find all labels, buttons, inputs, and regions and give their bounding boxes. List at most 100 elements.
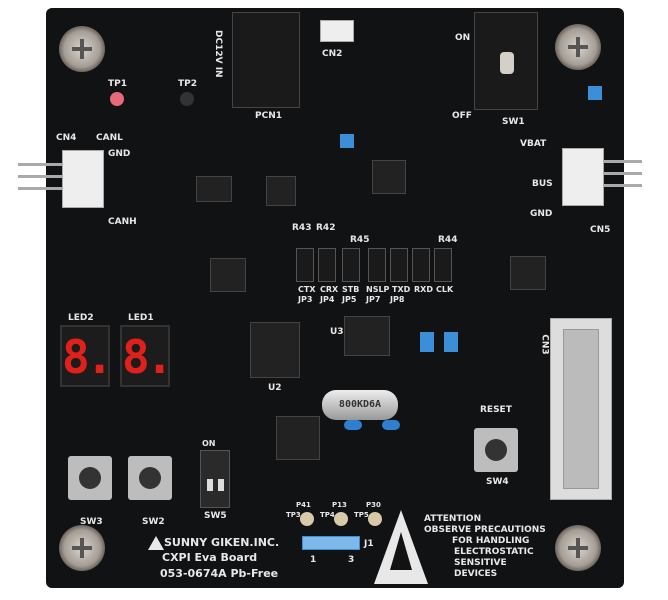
p41-label: P41: [296, 501, 311, 509]
jumper-cap[interactable]: [420, 332, 434, 352]
connector-pins: [18, 163, 64, 166]
led2-label: LED2: [68, 313, 94, 323]
jumper-crx[interactable]: [318, 248, 336, 282]
button-cap[interactable]: [79, 467, 101, 489]
jp5-label: JP5: [342, 295, 357, 304]
p30-label: P30: [366, 501, 381, 509]
esd-line: ELECTROSTATIC: [454, 547, 534, 557]
r42-label: R42: [316, 223, 336, 233]
esd-line: SENSITIVE: [454, 558, 507, 568]
chip: [196, 176, 232, 202]
chip: [372, 160, 406, 194]
jumper-cap[interactable]: [588, 86, 602, 100]
connector-pins: [602, 160, 642, 163]
cn4-label: CN4: [56, 133, 77, 143]
cn3-header[interactable]: [550, 318, 612, 500]
dc-jack-label: DC12V IN: [213, 30, 223, 78]
chip-u4: [276, 416, 320, 460]
esd-warning-icon: [374, 510, 428, 584]
esd-line: ATTENTION: [424, 514, 482, 524]
gnd-label-right: GND: [530, 209, 553, 219]
crx-label: CRX: [320, 285, 339, 294]
mounting-screw: [555, 525, 601, 571]
header-pins: [563, 329, 599, 489]
seven-segment-display: 8.: [60, 325, 113, 387]
jumper-stb[interactable]: [342, 248, 360, 282]
jumper-ctx[interactable]: [296, 248, 314, 282]
jumper-nslp[interactable]: [368, 248, 386, 282]
test-point: [110, 92, 124, 106]
cn2-connector: [320, 20, 354, 42]
esd-line: FOR HANDLING: [452, 536, 530, 546]
sw1-label: SW1: [502, 117, 525, 127]
cn3-label: CN3: [539, 334, 550, 355]
dip-on-label: ON: [202, 439, 216, 448]
jumper-cap[interactable]: [340, 134, 354, 148]
mounting-screw: [59, 525, 105, 571]
sw2-button[interactable]: [128, 456, 172, 500]
r45-label: R45: [350, 235, 370, 245]
jumper-clk[interactable]: [434, 248, 452, 282]
txd-label: TXD: [392, 285, 411, 294]
dip-lever[interactable]: [207, 479, 213, 491]
board-name: CXPI Eva Board: [162, 551, 258, 564]
switch-lever[interactable]: [500, 52, 514, 74]
cn5-connector[interactable]: [562, 148, 604, 206]
tp3-label: TP3: [286, 511, 301, 519]
capacitor: [344, 420, 362, 430]
dc-jack-ref: PCN1: [255, 111, 282, 121]
test-point-tp3: [300, 512, 314, 526]
sw3-label: SW3: [80, 517, 103, 527]
dip-lever[interactable]: [218, 479, 224, 491]
crystal-oscillator: 800KD6A: [322, 390, 398, 420]
bus-label: BUS: [532, 179, 553, 189]
gnd-label: GND: [108, 149, 131, 159]
j1-pin3-label: 3: [348, 555, 355, 565]
j1-header[interactable]: [302, 536, 360, 550]
esd-warning-text: ATTENTION OBSERVE PRECAUTIONS FOR HANDLI…: [424, 514, 546, 580]
button-cap[interactable]: [139, 467, 161, 489]
maker-text: SUNNY GIKEN.INC.: [164, 536, 280, 549]
jumper-rxd[interactable]: [412, 248, 430, 282]
button-cap[interactable]: [485, 439, 507, 461]
part-number: 053-0674A Pb-Free: [160, 567, 279, 580]
on-label: ON: [455, 33, 471, 43]
dip-switch[interactable]: [200, 450, 230, 508]
test-point-tp4: [334, 512, 348, 526]
reset-label: RESET: [480, 405, 512, 415]
dc-jack[interactable]: [232, 12, 300, 108]
esd-line: DEVICES: [454, 569, 498, 579]
u2-label: U2: [268, 383, 282, 393]
chip-u2: [250, 322, 300, 378]
sw4-label: SW4: [486, 477, 509, 487]
ctx-label: CTX: [298, 285, 316, 294]
tp1-label: TP1: [108, 79, 127, 89]
mounting-screw: [555, 24, 601, 70]
chip-u6: [210, 258, 246, 292]
cn2-label: CN2: [322, 49, 343, 59]
p13-label: P13: [332, 501, 347, 509]
chip-u3: [344, 316, 390, 356]
jp7-label: JP7: [366, 295, 381, 304]
r43-label: R43: [292, 223, 312, 233]
cn4-connector[interactable]: [62, 150, 104, 208]
chip-u5: [266, 176, 296, 206]
jp3-label: JP3: [298, 295, 313, 304]
test-point-tp5: [368, 512, 382, 526]
sw3-button[interactable]: [68, 456, 112, 500]
capacitor: [382, 420, 400, 430]
clk-label: CLK: [436, 285, 454, 294]
stb-label: STB: [342, 285, 360, 294]
jumper-txd[interactable]: [390, 248, 408, 282]
off-label: OFF: [452, 111, 472, 121]
jumper-cap[interactable]: [444, 332, 458, 352]
mounting-screw: [59, 26, 105, 72]
reset-button[interactable]: [474, 428, 518, 472]
tp5-label: TP5: [354, 511, 369, 519]
sw2-label: SW2: [142, 517, 165, 527]
cn5-label: CN5: [590, 225, 611, 235]
nslp-label: NSLP: [366, 285, 390, 294]
chip-u8: [510, 256, 546, 290]
tp2-label: TP2: [178, 79, 197, 89]
j1-label: J1: [364, 539, 374, 549]
